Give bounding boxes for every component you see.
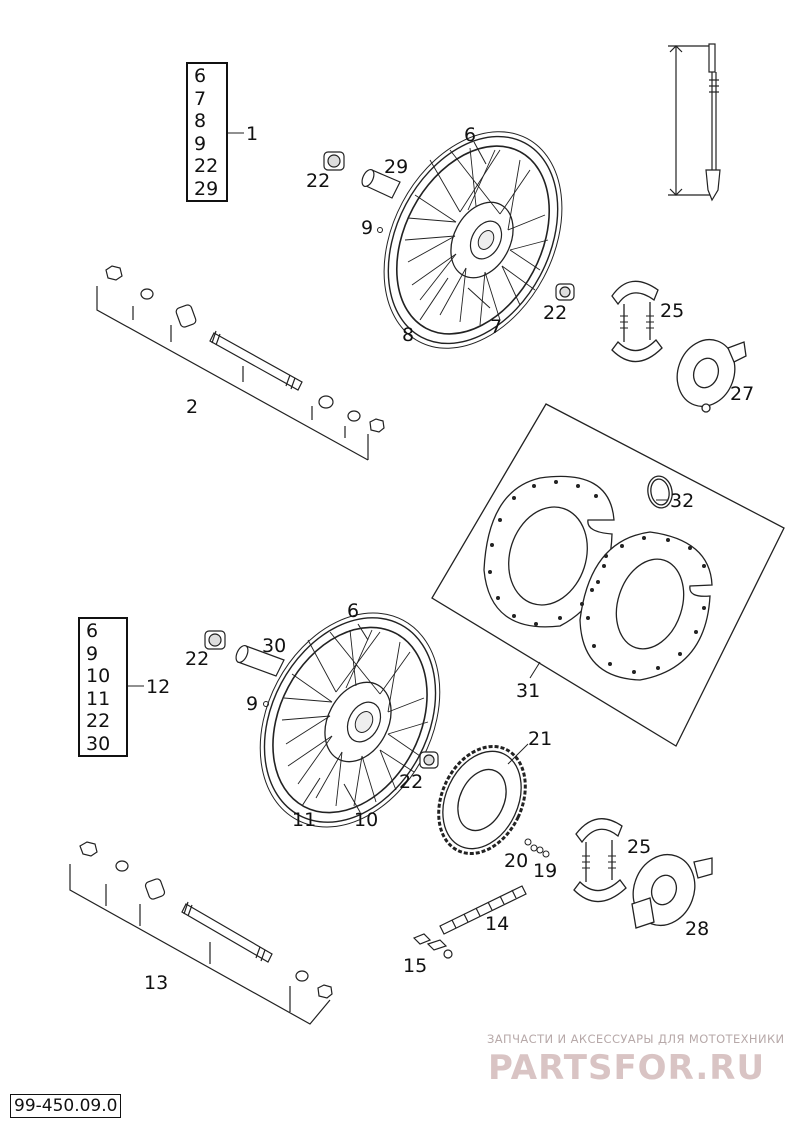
master-link-15-illustration	[412, 933, 453, 959]
callout-15: 15	[403, 955, 427, 977]
callout-28: 28	[685, 918, 709, 940]
callout-9-front: 9	[361, 217, 373, 239]
callout-22-front-right: 22	[543, 302, 567, 324]
callout-20: 20	[504, 850, 528, 872]
rear-axle-illustration	[69, 841, 333, 1025]
sleeve-30-illustration	[235, 644, 285, 677]
spacer-22c-illustration	[204, 630, 226, 650]
kit-12-item: 10	[86, 665, 111, 687]
bolts-19-20-illustration	[524, 838, 550, 858]
nipple-9b-illustration	[263, 701, 269, 707]
sleeve-29-illustration	[361, 168, 401, 199]
diagram-code-label: 99-450.09.0	[10, 1094, 122, 1118]
callout-21: 21	[528, 728, 552, 750]
kit-1-item: 22	[194, 155, 219, 177]
callout-30: 30	[262, 635, 286, 657]
brake-plate-27-illustration	[676, 338, 747, 413]
callout-2: 2	[186, 396, 198, 418]
sprocket-21-illustration	[437, 745, 527, 855]
spoke-tool-illustration	[668, 43, 721, 202]
kit-12-contents-box: 6 9 10 11 22 30	[78, 617, 128, 757]
callout-12: 12	[146, 676, 170, 698]
callout-22-front-left: 22	[306, 170, 330, 192]
kit-1-item: 7	[194, 87, 207, 110]
callout-19: 19	[533, 860, 557, 882]
watermark-subtitle: ЗАПЧАСТИ И АКСЕССУАРЫ ДЛЯ МОТОТЕХНИКИ	[487, 1032, 785, 1046]
callout-11: 11	[292, 809, 316, 831]
kit-1-item: 6	[194, 65, 207, 87]
kit-12-item: 9	[86, 642, 99, 665]
rim-band-holes	[488, 480, 706, 674]
kit-1-contents-box: 6 7 8 9 22 29	[186, 62, 228, 202]
callout-31: 31	[516, 680, 540, 702]
chain-14-illustration	[439, 885, 527, 935]
callout-6-rear: 6	[347, 600, 359, 622]
watermark-logo: PARTSFOR.RU	[488, 1048, 766, 1088]
kit-12-item: 6	[86, 620, 99, 642]
callout-10: 10	[354, 809, 378, 831]
callout-25-rear: 25	[627, 836, 651, 858]
callout-22-rear-right: 22	[399, 771, 423, 793]
kit-12-item: 11	[86, 687, 111, 710]
callout-6-front: 6	[464, 124, 476, 146]
callout-14: 14	[485, 913, 509, 935]
front-wheel-illustration	[383, 131, 563, 349]
callout-8: 8	[402, 324, 414, 346]
rim-band-illustration	[431, 403, 785, 747]
front-axle-illustration	[96, 265, 385, 461]
callout-13: 13	[144, 972, 168, 994]
brake-shoes-25-illustration	[611, 280, 663, 363]
kit-1-item: 29	[194, 177, 219, 200]
brake-plate-28-illustration	[631, 853, 713, 929]
brake-shoes-25b-illustration	[573, 818, 627, 903]
kit-1-item: 8	[194, 110, 207, 132]
kit-12-item: 22	[86, 710, 111, 732]
nipple-9-illustration	[377, 227, 383, 233]
callout-1: 1	[246, 123, 258, 145]
spacer-22b-illustration	[555, 283, 575, 301]
spacer-22-illustration	[323, 151, 345, 171]
rear-wheel-illustration	[259, 612, 441, 828]
callout-32: 32	[670, 490, 694, 512]
callout-9-rear: 9	[246, 693, 258, 715]
kit-12-item: 30	[86, 732, 111, 755]
callout-27: 27	[730, 383, 754, 405]
spacer-22d-illustration	[419, 751, 439, 769]
callout-25-front: 25	[660, 300, 684, 322]
callout-labels: 2 6 29 22 9 8 7 22 25 27 32 31 6 30 22 9…	[144, 124, 754, 994]
kit-1-item: 9	[194, 132, 207, 155]
callout-7: 7	[490, 316, 502, 338]
callout-29: 29	[384, 156, 408, 178]
callout-22-rear-left: 22	[185, 648, 209, 670]
